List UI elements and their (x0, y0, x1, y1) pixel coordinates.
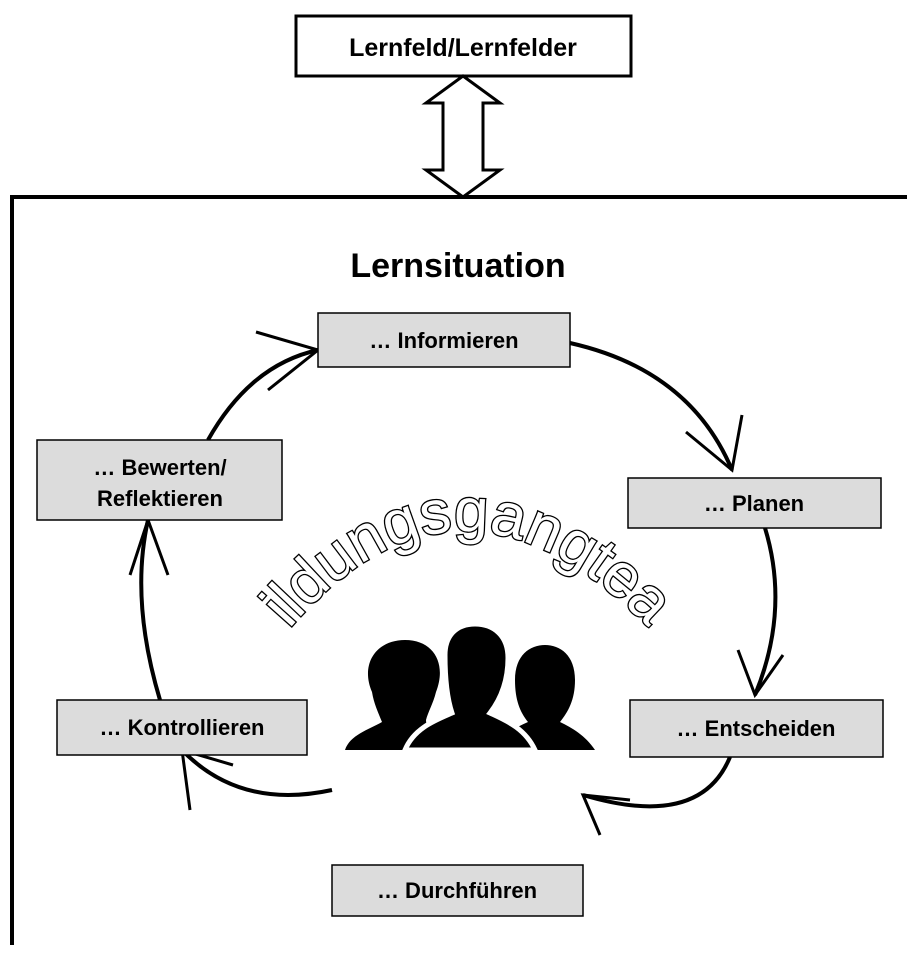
arrow-entscheiden-durchfuehren (582, 756, 732, 809)
step-planen-label: … Planen (704, 491, 804, 516)
step-informieren: … Informieren (317, 312, 571, 368)
arrow-planen-entscheiden (753, 527, 778, 696)
lernfeld-box: Lernfeld/Lernfelder (294, 14, 633, 78)
cycle-arrows (128, 330, 785, 836)
step-durchfuehren-label: … Durchführen (377, 878, 537, 903)
arrow-durchfuehren-kontrollieren (180, 748, 333, 797)
lernfeld-label: Lernfeld/Lernfelder (349, 34, 577, 62)
step-durchfuehren: … Durchführen (331, 864, 584, 917)
step-kontrollieren: … Kontrollieren (56, 699, 308, 756)
arrow-kontrollieren-bewerten (139, 519, 162, 701)
step-entscheiden: … Entscheiden (629, 699, 884, 758)
arrow-informieren-planen (569, 341, 734, 471)
step-kontrollieren-label: … Kontrollieren (99, 715, 264, 740)
step-bewerten-label-line2: Reflektieren (97, 486, 223, 511)
step-bewerten: … Bewerten/ Reflektieren (36, 439, 283, 521)
double-arrow-icon (421, 74, 505, 199)
step-bewerten-label-line1: … Bewerten/ (93, 455, 226, 480)
lernsituation-frame (10, 195, 907, 945)
step-planen: … Planen (627, 477, 882, 529)
people-group-icon (345, 621, 595, 753)
lernsituation-title: Lernsituation (350, 247, 565, 285)
step-entscheiden-label: … Entscheiden (677, 716, 836, 741)
arrow-bewerten-informieren (206, 348, 319, 441)
step-informieren-label: … Informieren (369, 328, 518, 353)
